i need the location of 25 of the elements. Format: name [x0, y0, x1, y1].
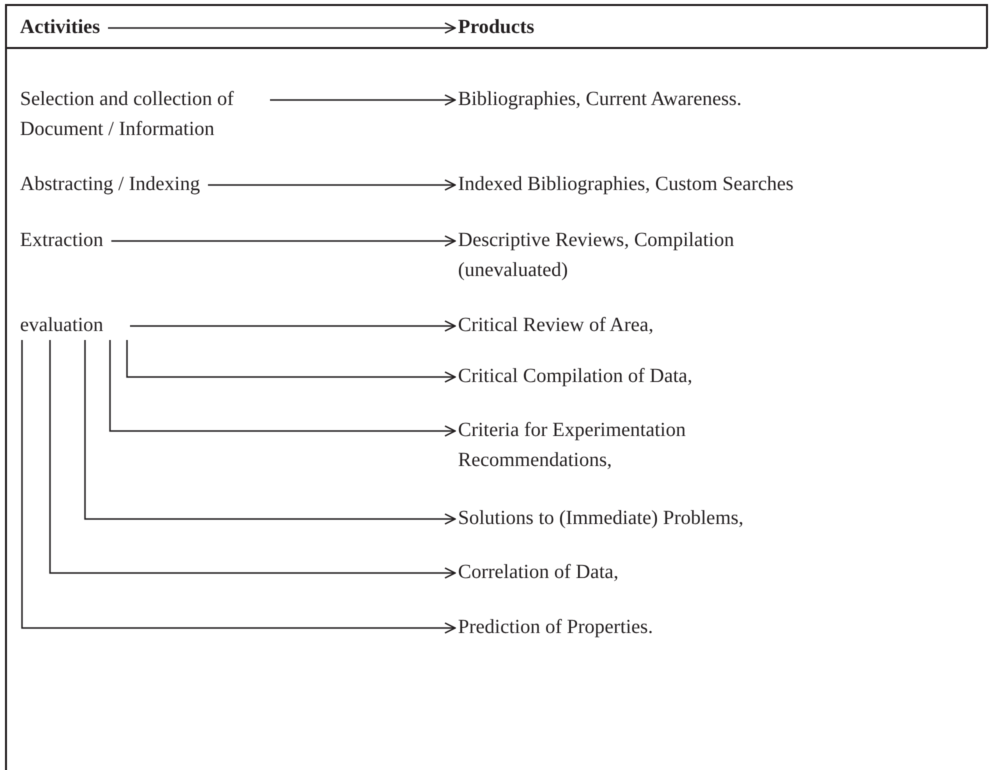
product-text: Descriptive Reviews, Compilation (unevaluated): [458, 225, 798, 285]
arrow: [108, 22, 456, 34]
arrow: [49, 340, 456, 579]
arrow: [208, 179, 456, 191]
product-text: Prediction of Properties.: [458, 612, 653, 642]
arrow: [21, 340, 456, 634]
product-text: Critical Compilation of Data,: [458, 361, 692, 391]
arrow: [130, 320, 456, 332]
arrow: [126, 340, 456, 383]
arrow: [84, 340, 456, 525]
product-text: Indexed Bibliographies, Custom Searches: [458, 169, 794, 199]
arrow: [109, 340, 456, 437]
activity-text: Selection and collection of Document / Information: [20, 84, 270, 144]
column-header: Products: [458, 12, 534, 42]
product-text: Critical Review of Area,: [458, 310, 654, 340]
product-text: Correlation of Data,: [458, 557, 618, 587]
activity-text: Extraction: [20, 225, 104, 255]
activity-text: evaluation: [20, 310, 130, 340]
product-text: Criteria for Experimentation Recommendations,: [458, 415, 778, 475]
product-text: Bibliographies, Current Awareness.: [458, 84, 742, 114]
arrow: [270, 94, 456, 106]
column-header: Activities: [20, 12, 100, 42]
product-text: Solutions to (Immediate) Problems,: [458, 503, 744, 533]
activity-text: Abstracting / Indexing: [20, 169, 200, 199]
arrow: [111, 235, 456, 247]
